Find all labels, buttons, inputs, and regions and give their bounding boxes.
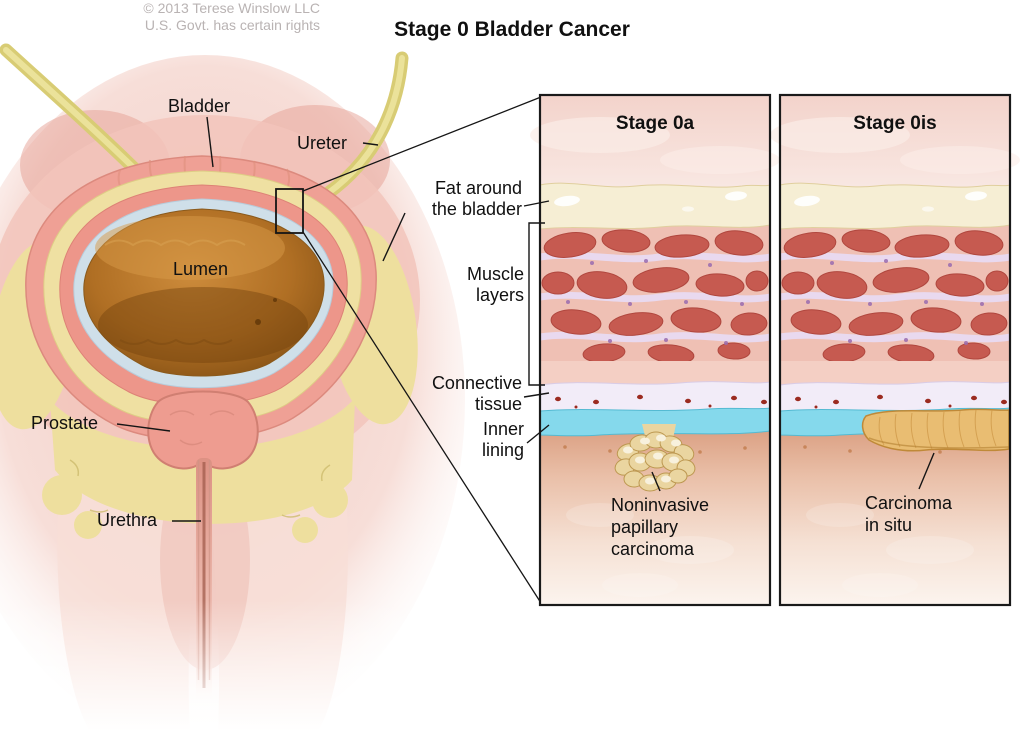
ureter-pointer-line: [362, 142, 379, 146]
connective-pointer-line: [523, 392, 550, 398]
lumen-label: Lumen: [173, 259, 229, 279]
stage-0is-panel-title: Stage 0is: [853, 113, 937, 134]
magnification-lines: [302, 96, 542, 604]
fat-layer-label: Fat around the bladder: [431, 178, 522, 220]
stage-0a-panel-border: [538, 93, 772, 607]
inner-lining-label: Inner lining: [481, 419, 524, 461]
bladder-pointer-line: [206, 116, 214, 168]
fat-to-bladder-line: [382, 212, 406, 262]
label-pointer-lines: [116, 116, 935, 522]
copyright-line-1: © 2013 Terese Winslow LLC: [143, 0, 320, 16]
stage-0a-panel-title: Stage 0a: [615, 113, 695, 134]
papillary-caption-line: [651, 471, 661, 492]
papillary-carcinoma-caption: Noninvasive papillary carcinoma: [611, 495, 710, 559]
prostate-pointer-line: [116, 423, 171, 432]
papillary-carcinoma-art: [614, 424, 696, 492]
page-title: Stage 0 Bladder Cancer: [394, 18, 630, 41]
bladder-cross-section-art: [0, 43, 465, 731]
copyright-notice: © 2013 Terese Winslow LLC U.S. Govt. has…: [0, 0, 320, 34]
bladder-label: Bladder: [168, 96, 231, 116]
carcinoma-in-situ-caption: Carcinoma in situ: [865, 493, 953, 535]
connective-tissue-label: Connective tissue: [431, 373, 522, 415]
copyright-line-2: U.S. Govt. has certain rights: [144, 17, 320, 33]
carcinoma-in-situ-art: [861, 408, 1010, 452]
muscle-layers-label: Muscle layers: [466, 264, 524, 306]
urethra-label: Urethra: [97, 510, 158, 530]
lumen-art: [83, 208, 325, 377]
inner-lining-pointer-line: [526, 424, 550, 444]
ureter-label: Ureter: [297, 133, 348, 153]
prostate-art: [147, 390, 259, 470]
fat-pointer-line: [523, 200, 550, 207]
stage-0is-panel-border: [778, 93, 1012, 607]
prostate-label: Prostate: [31, 413, 99, 433]
magnified-region-box: [275, 188, 304, 234]
muscle-layers-bracket: [528, 222, 545, 386]
cis-caption-line: [918, 452, 935, 490]
